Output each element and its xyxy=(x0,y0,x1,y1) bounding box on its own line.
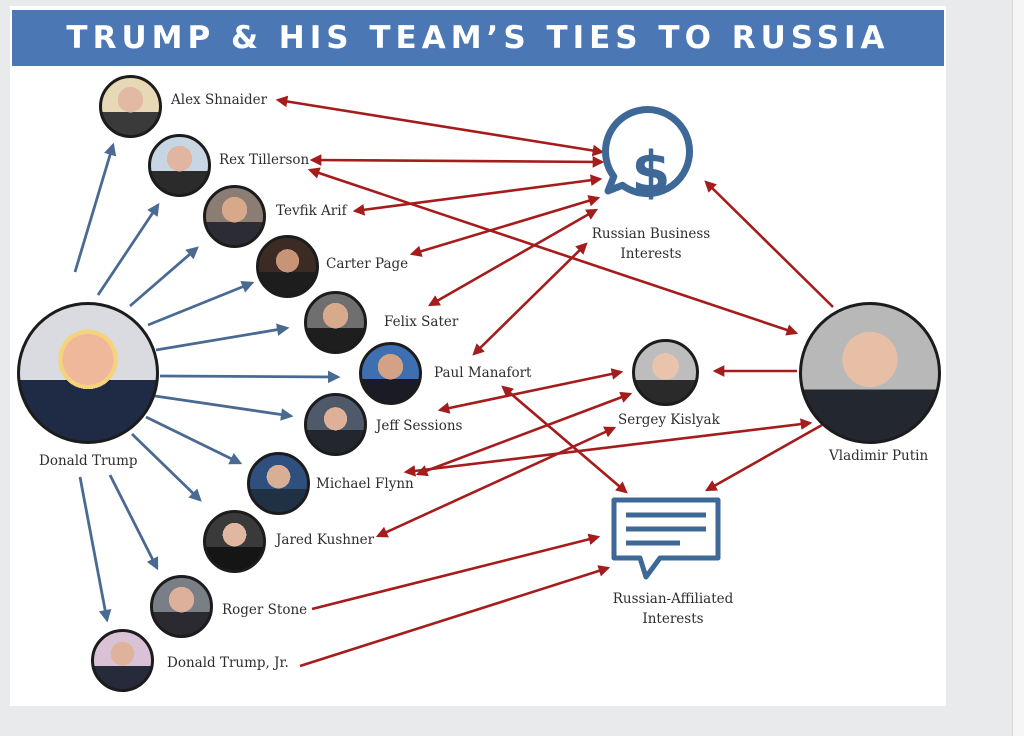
arrow-trump-kushner xyxy=(131,432,202,502)
label-rex-tillerson: Rex Tillerson xyxy=(219,152,310,168)
dollar-speech-bubble-icon: $ xyxy=(602,106,693,205)
label-donald-trump-jr: Donald Trump, Jr. xyxy=(167,655,289,671)
label-felix-sater: Felix Sater xyxy=(384,314,459,330)
label-donald-trump: Donald Trump xyxy=(39,453,138,469)
label-roger-stone: Roger Stone xyxy=(222,602,308,618)
label-michael-flynn: Michael Flynn xyxy=(316,476,414,492)
label-jared-kushner: Jared Kushner xyxy=(276,532,375,548)
avatar-roger-stone xyxy=(150,575,213,638)
arrow-trump-sater xyxy=(155,323,290,352)
avatar-alex-shnaider xyxy=(99,75,162,138)
avatar-donald-trump xyxy=(17,302,159,444)
scrollbar-track[interactable] xyxy=(1012,0,1024,736)
avatar-donald-trump-jr xyxy=(91,629,154,692)
arrow-stone-affiliated xyxy=(311,533,601,611)
label-sergey-kislyak: Sergey Kislyak xyxy=(618,412,720,428)
arrow-kushner-kislyak xyxy=(375,426,617,538)
arrow-manafort-business xyxy=(472,242,588,356)
avatar-vladimir-putin xyxy=(799,302,941,444)
avatar-jared-kushner xyxy=(203,510,266,573)
label-line: Interests xyxy=(620,246,682,262)
avatar-felix-sater xyxy=(304,291,367,354)
arrow-jr-affiliated xyxy=(299,565,611,668)
label-vladimir-putin: Vladimir Putin xyxy=(829,448,929,464)
russia-tie-arrows xyxy=(275,95,834,668)
avatar-tevfik-arif xyxy=(203,185,266,248)
avatar-michael-flynn xyxy=(247,452,310,515)
svg-text:$: $ xyxy=(632,140,671,205)
label-russian-business-interests: Russian Business Interests xyxy=(581,224,721,264)
label-russian-affiliated-interests: Russian-Affiliated Interests xyxy=(598,589,748,629)
label-line: Russian-Affiliated xyxy=(612,591,734,607)
arrow-trump-stone xyxy=(108,474,159,571)
avatar-carter-page xyxy=(256,235,319,298)
trump-team-arrows xyxy=(73,142,341,623)
avatar-jeff-sessions xyxy=(304,393,367,456)
arrow-trump-page xyxy=(147,280,255,327)
label-line: Russian Business xyxy=(591,226,711,242)
arrow-trump-sessions xyxy=(154,394,294,421)
arrow-trump-tillerson xyxy=(96,202,160,296)
label-tevfik-arif: Tevfik Arif xyxy=(276,203,347,219)
avatar-paul-manafort xyxy=(359,342,422,405)
arrow-shnaider-business xyxy=(275,95,605,157)
avatar-sergey-kislyak xyxy=(632,339,699,406)
label-paul-manafort: Paul Manafort xyxy=(434,365,532,381)
message-bubble-icon xyxy=(611,497,721,580)
arrow-trump-manafort xyxy=(159,370,341,384)
arrow-tillerson-business xyxy=(309,154,605,168)
arrow-tillerson-putin xyxy=(307,167,799,336)
arrow-arif-business xyxy=(352,174,603,216)
label-carter-page: Carter Page xyxy=(326,256,409,272)
label-jeff-sessions: Jeff Sessions xyxy=(376,418,463,434)
label-alex-shnaider: Alex Shnaider xyxy=(171,92,268,108)
title-banner: Trump & His Team’s Ties to Russia xyxy=(12,10,944,66)
arrow-trump-flynn xyxy=(145,415,243,465)
page-title: Trump & His Team’s Ties to Russia xyxy=(66,20,890,56)
arrow-putin-business xyxy=(704,180,834,308)
arrow-trump-jr xyxy=(78,476,112,623)
avatar-rex-tillerson xyxy=(148,134,211,197)
arrow-putin-affiliated xyxy=(704,423,823,492)
arrow-trump-shnaider xyxy=(73,142,117,273)
arrow-trump-arif xyxy=(129,246,199,308)
label-line: Interests xyxy=(642,611,704,627)
